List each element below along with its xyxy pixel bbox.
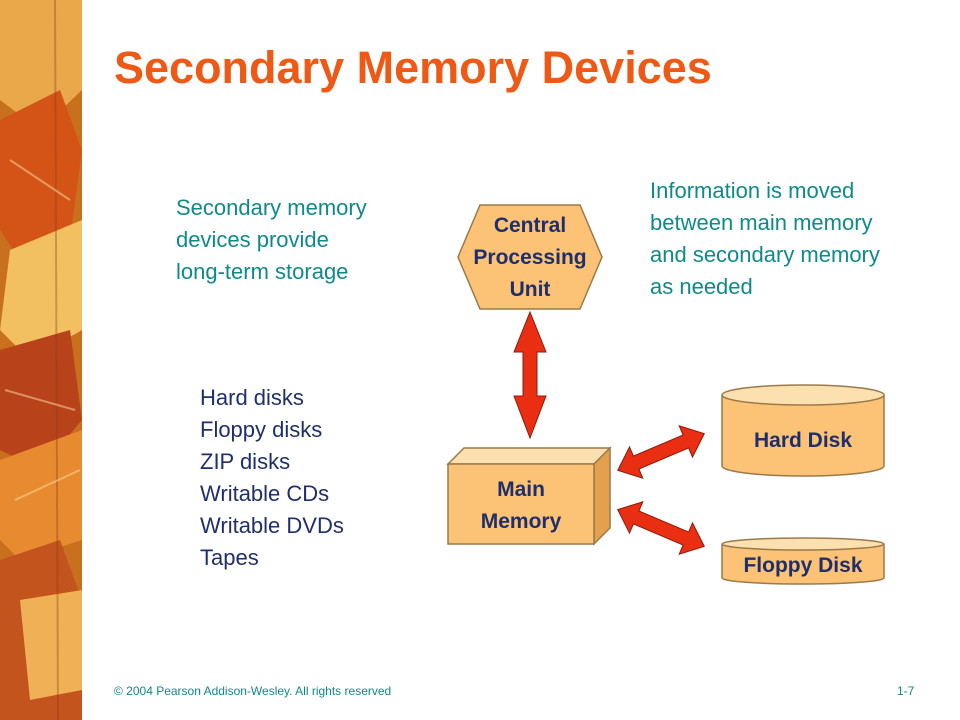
main-memory-label-line: Main: [497, 478, 545, 501]
autumn-leaves-image: [0, 0, 82, 720]
main-memory-node: [446, 446, 612, 546]
device-list-item: ZIP disks: [200, 449, 291, 474]
memory-hard-disk-arrow: [617, 425, 705, 479]
cpu-node: [457, 204, 603, 310]
device-list-item: Writable CDs: [200, 481, 330, 506]
intro-text-line: long-term storage: [176, 259, 349, 284]
page-number: 1-7: [897, 684, 915, 698]
info-text-line: Information is moved: [650, 178, 855, 203]
intro-text-line: Secondary memory: [176, 195, 367, 220]
floppy-disk-label: Floppy Disk: [743, 554, 862, 577]
intro-text-line: devices provide: [176, 227, 329, 252]
intro-text: Secondary memory devices provide long-te…: [176, 192, 367, 288]
info-text: Information is moved between main memory…: [650, 175, 880, 303]
copyright-text: © 2004 Pearson Addison-Wesley. All right…: [114, 684, 392, 698]
device-list: Hard disks Floppy disks ZIP disks Writab…: [200, 382, 344, 574]
memory-floppy-disk-arrow: [617, 501, 705, 555]
main-memory-label-line: Memory: [481, 510, 562, 533]
hard-disk-label: Hard Disk: [754, 429, 852, 452]
floppy-disk-node: [721, 537, 885, 585]
hard-disk-node: [721, 384, 885, 477]
info-text-line: between main memory: [650, 210, 873, 235]
device-list-item: Tapes: [200, 545, 259, 570]
cpu-label-line: Central: [494, 214, 566, 237]
cpu-memory-arrow: [513, 310, 547, 440]
slide-title: Secondary Memory Devices: [114, 42, 712, 93]
device-list-item: Floppy disks: [200, 417, 323, 442]
cpu-label-line: Processing: [473, 246, 586, 269]
device-list-item: Writable DVDs: [200, 513, 344, 538]
info-text-line: and secondary memory: [650, 242, 880, 267]
info-text-line: as needed: [650, 274, 753, 299]
device-list-item: Hard disks: [200, 385, 304, 410]
cpu-label-line: Unit: [510, 278, 551, 301]
